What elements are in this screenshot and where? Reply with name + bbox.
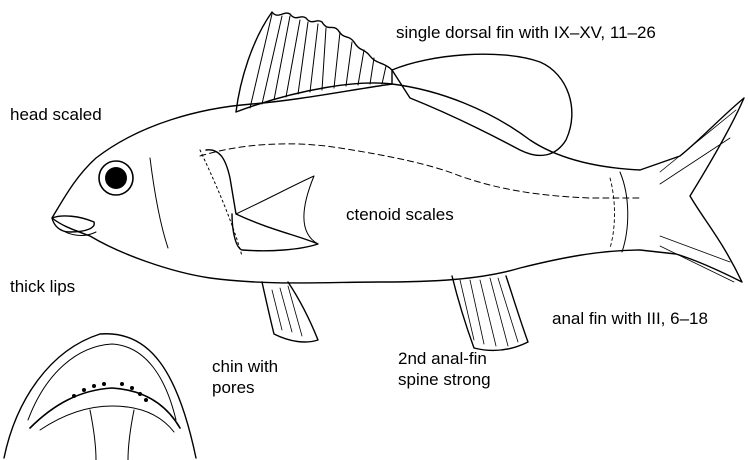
head-scaled-label: head scaled: [10, 104, 102, 125]
anal-spine-label-line2: spine strong: [398, 369, 491, 390]
anal-spine-label: 2nd anal-fin spine strong: [398, 348, 491, 390]
pelvic-fin: [262, 282, 318, 342]
fish-body-outline: [52, 84, 744, 283]
chin-outline: [4, 334, 196, 458]
chin-pores-label-line1: chin with: [212, 356, 278, 377]
thick-lips-label: thick lips: [10, 276, 75, 297]
chin-pores-label: chin with pores: [212, 356, 278, 398]
caudal-peduncle: [620, 172, 628, 252]
dorsal-fin-label: single dorsal fin with IX–XV, 11–26: [396, 22, 656, 43]
soft-dorsal-fin: [392, 54, 572, 155]
preoperculum: [150, 158, 168, 248]
dorsal-spines: [250, 14, 386, 108]
chin-pores-label-line2: pores: [212, 377, 278, 398]
anal-fin: [452, 276, 528, 350]
anal-spine-label-line1: 2nd anal-fin: [398, 348, 491, 369]
anal-fin-label: anal fin with III, 6–18: [552, 308, 708, 329]
lateral-line: [200, 144, 640, 198]
ctenoid-scales-label: ctenoid scales: [346, 204, 454, 225]
